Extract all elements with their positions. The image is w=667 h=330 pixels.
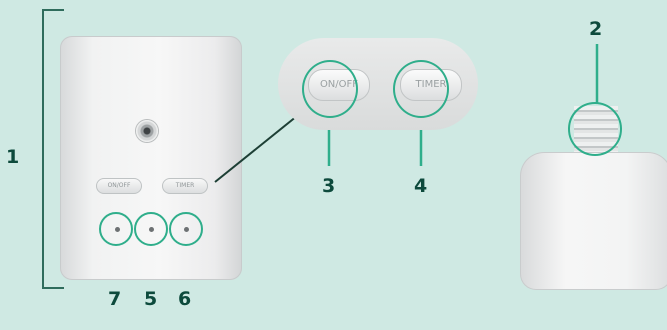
callout-2: 2: [589, 20, 602, 39]
callout-4: 4: [414, 177, 427, 196]
callout-3: 3: [322, 177, 335, 196]
onoff-ring: [302, 60, 358, 118]
callout-6: 6: [178, 290, 191, 309]
callout-5: 5: [144, 290, 157, 309]
callout-7: 7: [108, 290, 121, 309]
timer-ring: [393, 60, 449, 118]
thread-ring: [568, 102, 622, 156]
side-view-body: [520, 152, 667, 290]
